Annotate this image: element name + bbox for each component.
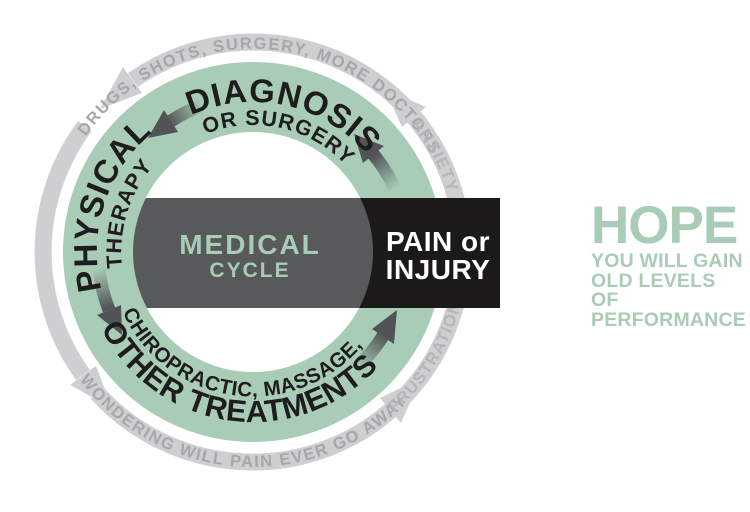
cycle-arrow-right-head-icon	[354, 134, 384, 163]
hope-panel: HOPE YOU WILL GAIN OLD LEVELS OF PERFORM…	[591, 199, 746, 330]
hope-line: OLD LEVELS OF	[591, 269, 716, 312]
inner-cycle-arrows	[92, 98, 401, 372]
cycle-arrow-top-head-icon	[148, 110, 178, 138]
pain-label: PAIN or	[386, 226, 490, 257]
injury-label: INJURY	[386, 254, 491, 285]
medical-cycle-band	[133, 198, 373, 308]
hope-title: HOPE	[591, 196, 738, 255]
cycle-arrow-bottom-head-icon	[372, 310, 397, 344]
outer-arc-right-arrowhead-icon	[385, 89, 426, 127]
cycle-arrow-top-icon	[167, 98, 206, 127]
outer-arc-top-arrowhead-icon	[100, 67, 142, 109]
cycle-arrow-left-icon	[92, 267, 116, 313]
medical-cycle-diagram: DRUGS, SHOTS, SURGERY, MORE DOCTORS WOND…	[34, 33, 500, 471]
outer-arc-bottom	[90, 387, 397, 471]
medical-label: MEDICAL	[179, 229, 321, 260]
cycle-arrow-left-head-icon	[97, 305, 122, 335]
hope-line: YOU WILL GAIN	[591, 250, 743, 272]
cycle-label: CYCLE	[209, 259, 290, 282]
outer-arc-left	[34, 120, 92, 380]
hope-line: PERFORMANCE	[591, 308, 746, 331]
